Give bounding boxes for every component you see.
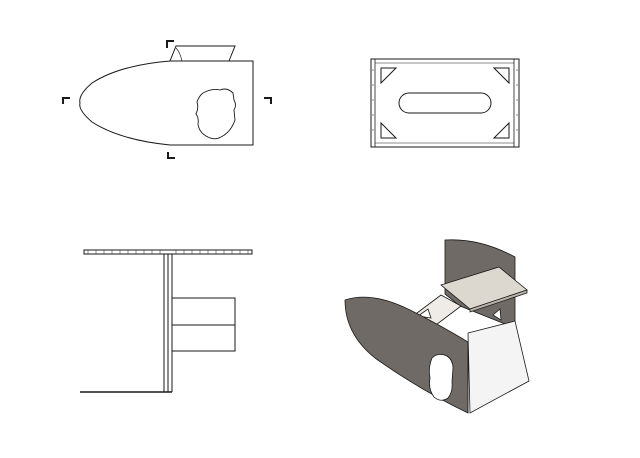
- corner-mark: [166, 40, 174, 48]
- ramp-inner-line: [175, 47, 183, 62]
- corner-cutout: [492, 67, 510, 85]
- corner-mark: [167, 152, 175, 159]
- right-wall: [467, 320, 530, 414]
- side-view: [80, 249, 253, 393]
- front-view: [370, 58, 520, 148]
- corner-cutout: [380, 67, 398, 85]
- iso-view: [344, 239, 530, 414]
- top-plate: [83, 249, 253, 255]
- hand-hole: [195, 88, 236, 140]
- corner-cutout: [380, 121, 398, 139]
- tray-edge: [469, 289, 528, 313]
- handle-slot: [398, 92, 492, 114]
- body-outline: [79, 60, 254, 146]
- edge-tabs: [372, 69, 518, 131]
- top-plate-texture: [87, 250, 249, 254]
- front-hand-hole: [428, 354, 454, 401]
- corner-mark: [62, 97, 70, 104]
- ramp-flap: [169, 45, 236, 62]
- rail-hole: [492, 308, 502, 321]
- corner-mark: [264, 97, 272, 104]
- corner-cutout: [492, 121, 510, 139]
- panel-outline: [370, 58, 520, 148]
- top-view: [62, 40, 272, 159]
